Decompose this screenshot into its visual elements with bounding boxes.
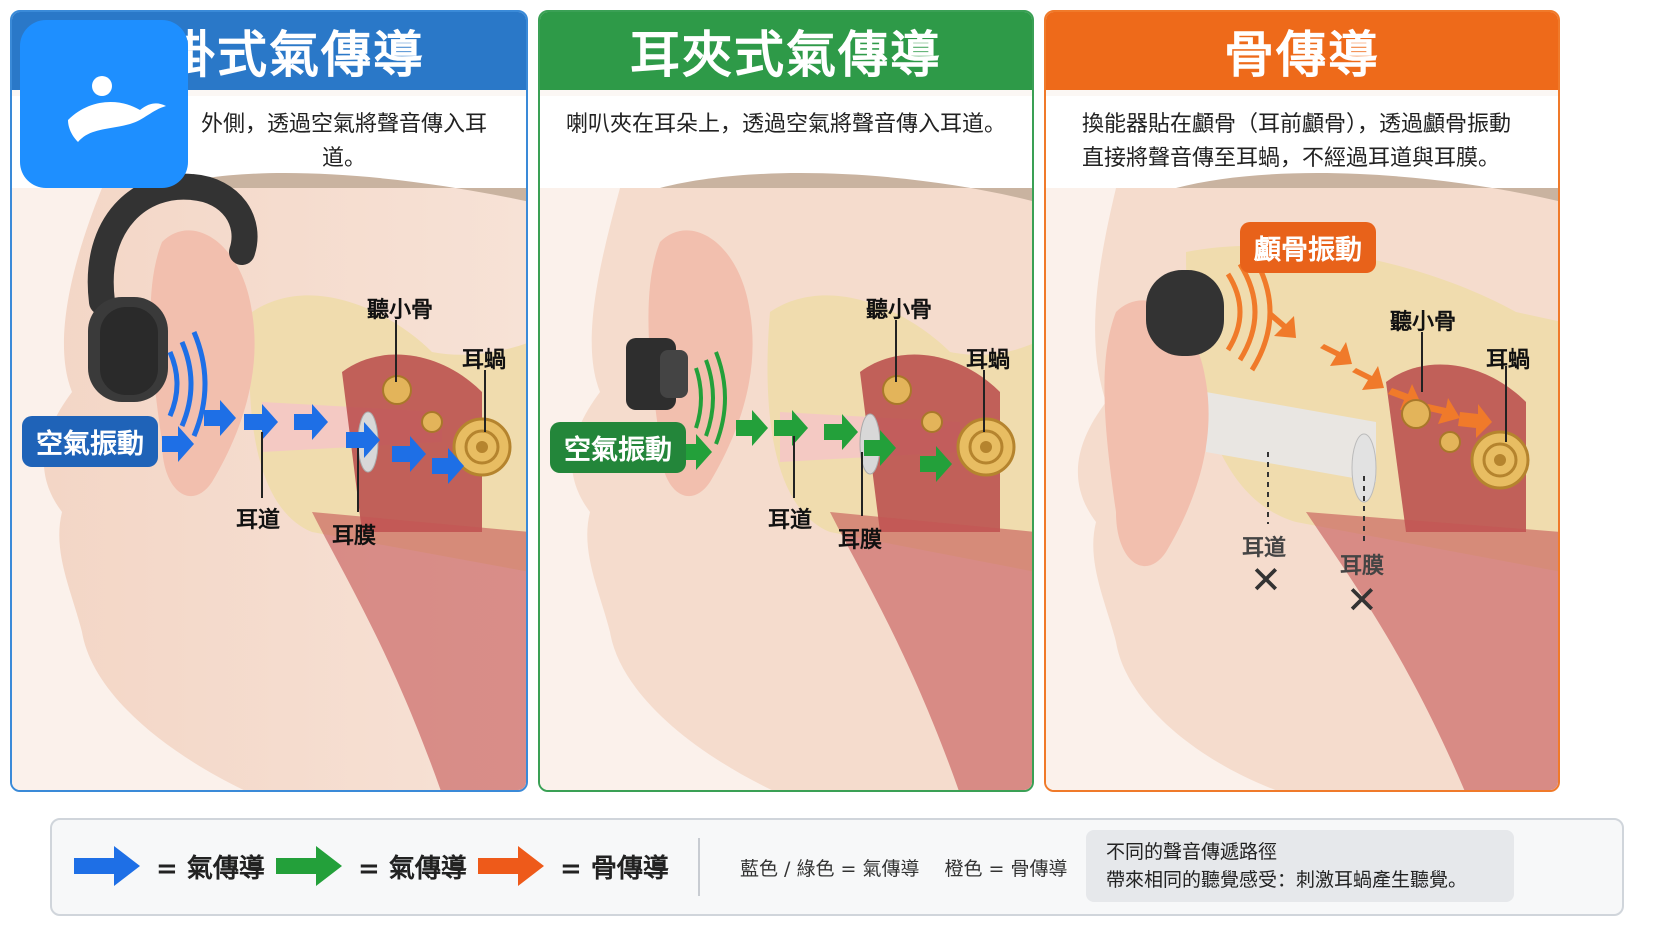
panel-clip-on-air-conduction: 耳夾式氣傳導 喇叭夾在耳朵上，透過空氣將聲音傳入耳道。	[538, 10, 1034, 792]
orange-arrow-icon	[478, 846, 544, 886]
description-line: 喇叭夾在耳朵上，透過空氣將聲音傳入耳道。	[566, 112, 1007, 137]
panel-description: 換能器貼在顱骨（耳前顱骨），透過顱骨振動 直接將聲音傳至耳蝸，不經過耳道與耳膜。	[1046, 96, 1558, 188]
label-eardrum: 耳膜	[838, 528, 883, 553]
panel-description: 喇叭夾在耳朵上，透過空氣將聲音傳入耳道。	[540, 96, 1032, 188]
label-cochlea: 耳蝸	[462, 348, 507, 373]
legend-item-green: = 氣傳導	[274, 844, 467, 888]
legend-key-text: 藍色 / 綠色 = 氣傳導 橙色 = 骨傳導	[740, 858, 1068, 880]
ear-anatomy-illustration	[12, 173, 526, 790]
person-swimming-logo-icon	[20, 20, 188, 188]
logo-glyph	[68, 76, 166, 142]
label-ear-canal: 耳道	[1242, 536, 1287, 561]
label-cochlea: 耳蝸	[966, 348, 1011, 373]
panel-title: 耳夾式氣傳導	[540, 12, 1032, 90]
label-ossicles: 聽小骨	[367, 298, 434, 323]
skull-vibration-badge: 顱骨振動	[1240, 222, 1376, 273]
blue-arrow-icon	[74, 846, 140, 886]
note-line-1: 不同的聲音傳遞路徑	[1106, 841, 1278, 863]
panel-title: 骨傳導	[1046, 12, 1558, 90]
ear-anatomy-illustration	[1046, 173, 1558, 790]
label-ear-canal: 耳道	[236, 508, 281, 533]
legend-note: 不同的聲音傳遞路徑 帶來相同的聽覺感受：刺激耳蝸產生聽覺。	[1086, 830, 1514, 902]
legend-label: = 骨傳導	[560, 853, 669, 884]
panel-bone-conduction: 骨傳導 換能器貼在顱骨（耳前顱骨），透過顱骨振動 直接將聲音傳至耳蝸，不經過耳道…	[1044, 10, 1560, 792]
label-eardrum: 耳膜	[1340, 554, 1385, 579]
blocked-x-icon: ✕	[1250, 558, 1282, 602]
blocked-x-icon: ✕	[1346, 578, 1378, 622]
description-line: 外側，透過空氣將聲音傳入耳道。	[200, 112, 487, 171]
legend-bar: = 氣傳導 = 氣傳導 = 骨傳導 藍色 / 綠色 = 氣傳導 橙色 = 骨傳導…	[50, 818, 1624, 916]
ear-anatomy-illustration	[540, 173, 1032, 790]
green-arrow-icon	[276, 846, 342, 886]
label-cochlea: 耳蝸	[1486, 348, 1531, 373]
legend-item-orange: = 骨傳導	[476, 844, 669, 888]
legend-label: = 氣傳導	[358, 853, 467, 884]
description-line-2: 直接將聲音傳至耳蝸，不經過耳道與耳膜。	[1082, 146, 1501, 171]
label-eardrum: 耳膜	[332, 524, 377, 549]
air-vibration-badge: 空氣振動	[550, 422, 686, 473]
legend-divider	[698, 838, 700, 896]
note-line-2: 帶來相同的聽覺感受：刺激耳蝸產生聽覺。	[1106, 869, 1468, 891]
label-ear-canal: 耳道	[768, 508, 813, 533]
legend-label: = 氣傳導	[156, 853, 265, 884]
label-ossicles: 聽小骨	[1390, 310, 1457, 335]
label-ossicles: 聽小骨	[866, 298, 933, 323]
description-line-1: 換能器貼在顱骨（耳前顱骨），透過顱骨振動	[1082, 112, 1512, 137]
legend-item-blue: = 氣傳導	[72, 844, 265, 888]
air-vibration-badge: 空氣振動	[22, 416, 158, 467]
